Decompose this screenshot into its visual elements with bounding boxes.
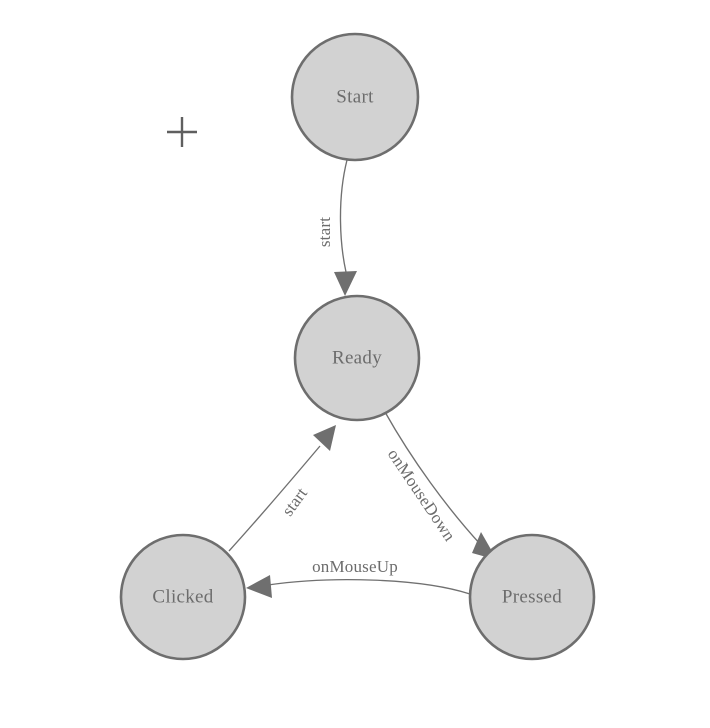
node-clicked-circle[interactable] <box>119 533 247 661</box>
edge-pressed-to-clicked[interactable]: onMouseUp <box>246 557 471 598</box>
edge-ready-to-pressed[interactable]: onMouseDown <box>384 411 497 560</box>
node-start-label: Start <box>336 86 374 107</box>
node-start-circle[interactable] <box>290 32 420 162</box>
node-pressed[interactable]: Pressed <box>468 533 596 661</box>
edge-path-start-to-ready <box>339 159 348 273</box>
node-ready-circle[interactable] <box>293 294 421 422</box>
edge-label-pressed-to-clicked: onMouseUp <box>312 557 398 576</box>
node-ready-label: Ready <box>332 347 382 368</box>
arrowhead-into-clicked-from-pressed <box>246 575 272 598</box>
node-pressed-label: Pressed <box>502 586 562 607</box>
node-clicked[interactable]: Clicked <box>119 533 247 661</box>
edge-clicked-to-ready[interactable]: start <box>228 425 336 552</box>
edge-path-pressed-to-clicked <box>267 578 471 595</box>
arrowhead-into-ready-from-clicked <box>313 425 336 451</box>
edge-label-ready-to-pressed: onMouseDown <box>384 445 460 545</box>
node-pressed-circle[interactable] <box>468 533 596 661</box>
crosshair-marker <box>167 117 197 147</box>
edge-path-ready-to-pressed <box>384 411 482 546</box>
node-clicked-label: Clicked <box>152 586 213 607</box>
arrowhead-into-ready-from-start <box>334 271 357 296</box>
edge-start-to-ready[interactable]: start <box>315 159 357 296</box>
node-ready[interactable]: Ready <box>293 294 421 422</box>
edge-label-start-to-ready: start <box>315 217 334 247</box>
node-start[interactable]: Start <box>290 32 420 162</box>
edge-path-clicked-to-ready <box>228 445 321 552</box>
